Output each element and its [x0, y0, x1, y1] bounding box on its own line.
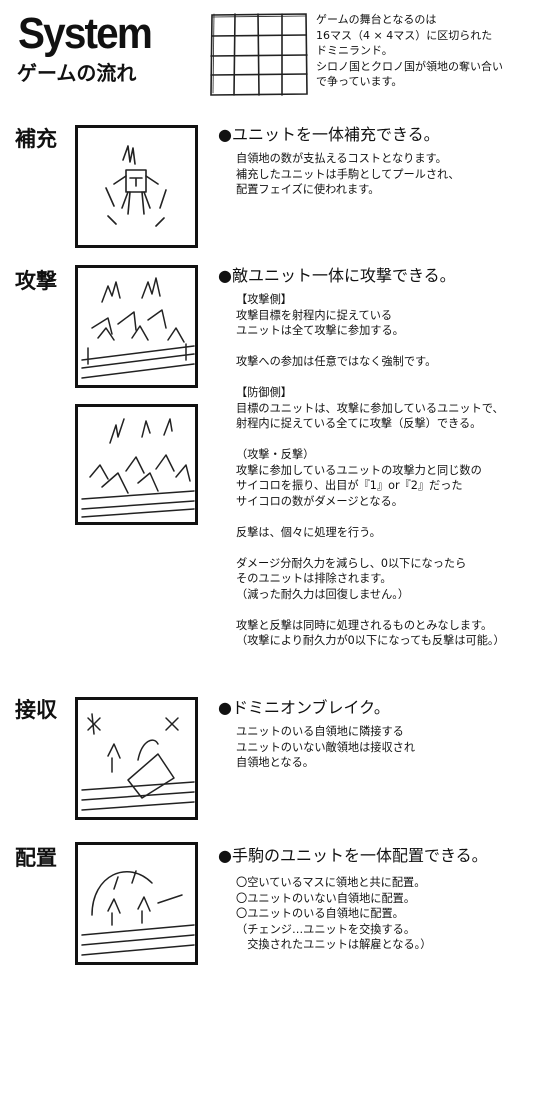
page-title: System [18, 9, 153, 58]
supply-illustration [75, 125, 198, 248]
board-grid-illustration [209, 11, 309, 97]
intro-text: ゲームの舞台となるのは 16マス（4 × 4マス）に区切られた ドミニランド。 … [316, 13, 503, 88]
section-heading-supply: ●ユニットを一体補充できる。 [218, 125, 440, 144]
page-subtitle: ゲームの流れ [17, 61, 137, 85]
attack-illustration-1 [75, 265, 198, 388]
section-label-supply: 補充 [15, 127, 57, 151]
section-heading-attack: ●敵ユニット一体に攻撃できる。 [218, 266, 456, 285]
section-heading-capture: ●ドミニオンブレイク。 [218, 698, 390, 717]
capture-illustration [75, 697, 198, 820]
section-label-capture: 接収 [15, 698, 57, 722]
section-body-supply: 自領地の数が支払えるコストとなります。 補充したユニットは手駒としてプールされ、… [236, 152, 460, 196]
section-body-deploy: 〇空いているマスに領地と共に配置。 〇ユニットのいない自領地に配置。 〇ユニット… [236, 876, 432, 951]
section-heading-deploy: ●手駒のユニットを一体配置できる。 [218, 846, 488, 865]
section-body-capture: ユニットのいる自領地に隣接する ユニットのいない敵領地は接収され 自領地となる。 [236, 725, 416, 769]
attack-illustration-2 [75, 404, 198, 525]
section-body-attack: 【攻撃側】 攻撃目標を射程内に捉えている ユニットは全て攻撃に参加する。 攻撃へ… [236, 293, 505, 647]
section-label-attack: 攻撃 [15, 269, 57, 293]
deploy-illustration [75, 842, 198, 965]
section-label-deploy: 配置 [15, 846, 57, 870]
